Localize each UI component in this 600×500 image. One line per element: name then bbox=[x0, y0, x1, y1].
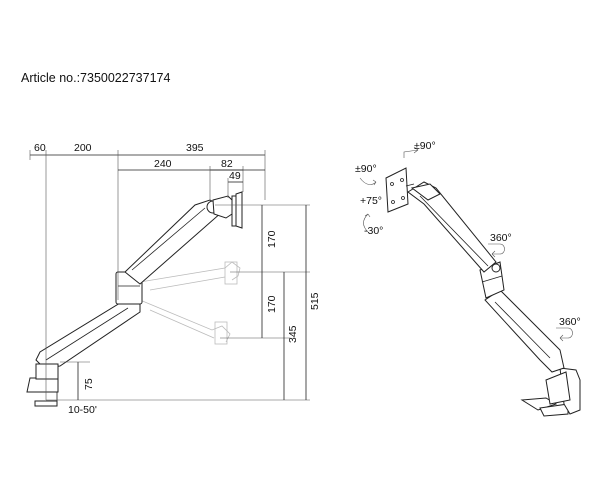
upper-arm bbox=[124, 199, 223, 285]
dim-170-lower: 170 bbox=[266, 295, 278, 313]
perspective-lower-arm bbox=[484, 289, 565, 373]
dim-515: 515 bbox=[309, 292, 321, 310]
perspective-clamp bbox=[520, 367, 581, 417]
article-number: Article no.:7350022737174 bbox=[21, 71, 171, 85]
dim-clamp: 10-50' bbox=[68, 404, 97, 416]
dimension-lines: 60 200 395 240 82 49 170 170 345 515 bbox=[29, 142, 321, 416]
angle-tilt-down: -30° bbox=[364, 225, 383, 237]
desk-clamp bbox=[26, 377, 59, 407]
dim-240: 240 bbox=[154, 158, 172, 170]
dim-200: 200 bbox=[74, 142, 92, 154]
angle-tilt-up: +75° bbox=[360, 195, 382, 207]
angle-elbow-rotation: 360° bbox=[490, 232, 512, 244]
ghost-arm bbox=[139, 261, 241, 345]
dim-75: 75 bbox=[83, 378, 95, 390]
dim-345: 345 bbox=[287, 325, 299, 343]
dim-170-upper: 170 bbox=[266, 230, 278, 248]
dim-49: 49 bbox=[229, 170, 241, 182]
vesa-head bbox=[212, 191, 243, 229]
perspective-vesa-plate bbox=[385, 167, 415, 213]
perspective-upper-arm bbox=[407, 181, 497, 273]
perspective-elbow bbox=[479, 261, 505, 299]
angle-base-rotation: 360° bbox=[559, 316, 581, 328]
perspective-view: ±90° ±90° +75° -30° 360° 360° bbox=[355, 140, 581, 417]
lower-arm bbox=[35, 297, 141, 380]
side-view: 60 200 395 240 82 49 170 170 345 515 bbox=[26, 142, 321, 416]
angle-top-tilt: ±90° bbox=[414, 140, 436, 152]
angle-left-swivel: ±90° bbox=[355, 163, 377, 175]
dim-395: 395 bbox=[186, 142, 204, 154]
dim-60: 60 bbox=[34, 142, 46, 154]
rotation-indicators: ±90° ±90° +75° -30° 360° 360° bbox=[355, 140, 581, 342]
dim-82: 82 bbox=[221, 158, 233, 170]
